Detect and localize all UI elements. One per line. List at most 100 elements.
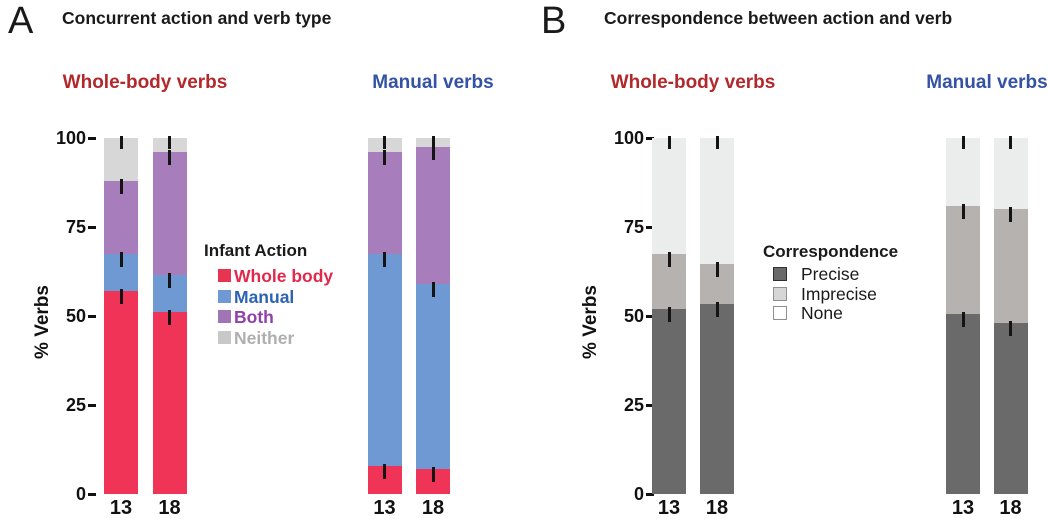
chart-title: Concurrent action and verb type <box>62 8 332 28</box>
y-tick-mark <box>646 403 654 407</box>
panel-label: A <box>8 0 34 42</box>
group-subtitle: Whole-body verbs <box>610 72 776 93</box>
x-tick-label: 18 <box>705 497 729 519</box>
legend-swatch-both <box>218 310 231 323</box>
legend-label-manual: Manual <box>234 286 295 307</box>
segment-none <box>700 138 734 265</box>
error-bar <box>383 136 386 149</box>
error-bar <box>1009 136 1012 149</box>
legend-swatch-imprecise <box>773 286 787 301</box>
error-bar <box>168 136 171 149</box>
error-bar <box>431 136 435 149</box>
segment-manual <box>367 253 402 466</box>
segment-whole-body <box>152 312 187 494</box>
y-axis-label: % Verbs <box>580 285 601 359</box>
segment-none <box>652 138 686 254</box>
y-tick-mark <box>646 136 654 140</box>
legend-label-precise: Precise <box>801 264 860 284</box>
x-tick-label: 18 <box>421 497 445 519</box>
x-tick-label: 13 <box>373 497 396 519</box>
panel-label: B <box>541 0 567 42</box>
x-tick-label: 13 <box>951 497 975 519</box>
y-tick-label: 100 <box>55 128 86 148</box>
legend-title: Correspondence <box>763 242 899 261</box>
error-bar <box>431 144 435 160</box>
y-tick-label: 100 <box>613 128 644 148</box>
legend-swatch-none <box>773 306 787 320</box>
error-bar <box>1009 321 1012 337</box>
segment-precise <box>700 303 734 494</box>
segment-precise <box>652 308 686 494</box>
segment-precise <box>993 323 1028 494</box>
panel-b: B Correspondence between action and verb 0… <box>525 0 1050 519</box>
error-bar <box>431 467 435 483</box>
segment-imprecise <box>993 209 1028 324</box>
y-tick-mark <box>88 314 96 318</box>
legend-label-whole-body: Whole body <box>234 266 334 286</box>
legend-swatch-manual <box>218 289 231 303</box>
y-tick-mark <box>646 225 654 229</box>
y-tick-mark <box>646 492 654 496</box>
error-bar <box>168 273 171 289</box>
legend-swatch-precise <box>773 267 787 281</box>
group-subtitle: Manual verbs <box>926 72 1048 93</box>
x-tick-label: 13 <box>657 497 681 519</box>
y-tick-label: 50 <box>623 306 644 326</box>
error-bar <box>383 463 386 479</box>
error-bar <box>119 251 123 267</box>
segment-none <box>946 138 980 206</box>
group-subtitle: Whole-body verbs <box>62 72 228 93</box>
error-bar <box>383 251 386 267</box>
error-bar <box>961 136 965 149</box>
error-bar <box>715 301 719 317</box>
error-bar <box>715 262 719 278</box>
error-bar <box>1009 207 1012 223</box>
segment-imprecise <box>946 205 980 315</box>
legend-label-both: Both <box>234 307 274 327</box>
error-bar <box>961 203 965 219</box>
error-bar <box>667 306 671 322</box>
error-bar <box>431 281 435 297</box>
legend-title: Infant Action <box>204 241 308 260</box>
segment-both <box>416 146 450 284</box>
error-bar <box>667 251 671 267</box>
legend-label-neither: Neither <box>234 327 295 348</box>
chart-title: Correspondence between action and verb <box>604 8 953 28</box>
y-tick-label: 50 <box>65 306 86 326</box>
legend-swatch-whole-body <box>218 269 231 282</box>
error-bar <box>961 312 965 328</box>
x-tick-label: 13 <box>109 497 133 519</box>
y-tick-label: 25 <box>623 395 644 415</box>
y-tick-mark <box>88 225 96 229</box>
segment-both <box>367 152 402 254</box>
error-bar <box>667 136 671 149</box>
x-tick-label: 18 <box>158 497 181 519</box>
group-subtitle: Manual verbs <box>372 72 494 93</box>
error-bar <box>383 150 386 166</box>
y-tick-label: 75 <box>623 217 644 237</box>
error-bar <box>168 150 171 166</box>
error-bar <box>168 310 171 326</box>
segment-whole-body <box>104 291 138 494</box>
y-tick-mark <box>88 492 96 496</box>
y-tick-label: 25 <box>65 395 86 415</box>
y-tick-label: 0 <box>633 484 644 504</box>
segment-manual <box>416 283 450 470</box>
y-tick-label: 0 <box>75 484 86 504</box>
y-axis-label: % Verbs <box>32 285 53 359</box>
segment-both <box>152 152 187 276</box>
error-bar <box>119 289 123 305</box>
segment-none <box>993 138 1028 210</box>
error-bar <box>119 178 123 194</box>
error-bar <box>119 136 123 149</box>
y-tick-mark <box>88 136 96 140</box>
legend-label-imprecise: Imprecise <box>801 283 877 304</box>
x-tick-label: 18 <box>999 497 1022 519</box>
segment-precise <box>946 314 980 494</box>
error-bar <box>715 136 719 149</box>
legend-swatch-neither <box>218 330 231 344</box>
y-tick-mark <box>88 403 96 407</box>
legend-label-none: None <box>801 303 843 323</box>
